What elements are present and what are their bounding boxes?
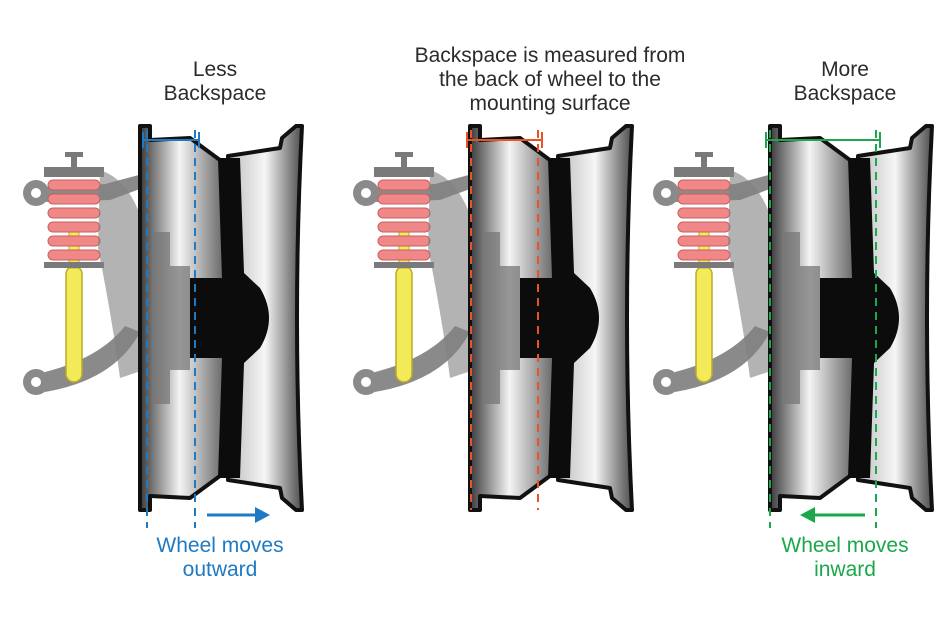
wheel-more bbox=[768, 124, 934, 512]
note-more-line1: Wheel moves bbox=[781, 534, 909, 557]
label-less-backspace: Less Backspace bbox=[130, 58, 300, 106]
label-less-line1: Less bbox=[192, 58, 238, 81]
right-arrow-icon bbox=[207, 507, 270, 523]
note-wheel-outward: Wheel moves outward bbox=[120, 534, 320, 582]
left-arrow-icon bbox=[800, 507, 865, 523]
note-more-line2: inward bbox=[814, 558, 876, 581]
measure-less bbox=[142, 130, 200, 528]
label-measurement-definition: Backspace is measured from the back of w… bbox=[380, 44, 720, 116]
note-wheel-inward: Wheel moves inward bbox=[750, 534, 940, 582]
note-less-line1: Wheel moves bbox=[156, 534, 284, 557]
label-less-line2: Backspace bbox=[163, 82, 267, 105]
label-center-line1: Backspace is measured from bbox=[414, 44, 686, 67]
measure-center bbox=[466, 130, 543, 510]
label-center-line3: mounting surface bbox=[469, 92, 631, 115]
label-center-line2: the back of wheel to the bbox=[439, 68, 661, 91]
wheel-center bbox=[468, 124, 634, 512]
wheel-less bbox=[138, 124, 304, 512]
label-more-line1: More bbox=[821, 58, 869, 81]
measure-more bbox=[765, 130, 881, 528]
label-more-backspace: More Backspace bbox=[760, 58, 930, 106]
note-less-line2: outward bbox=[182, 558, 258, 581]
label-more-line2: Backspace bbox=[793, 82, 897, 105]
